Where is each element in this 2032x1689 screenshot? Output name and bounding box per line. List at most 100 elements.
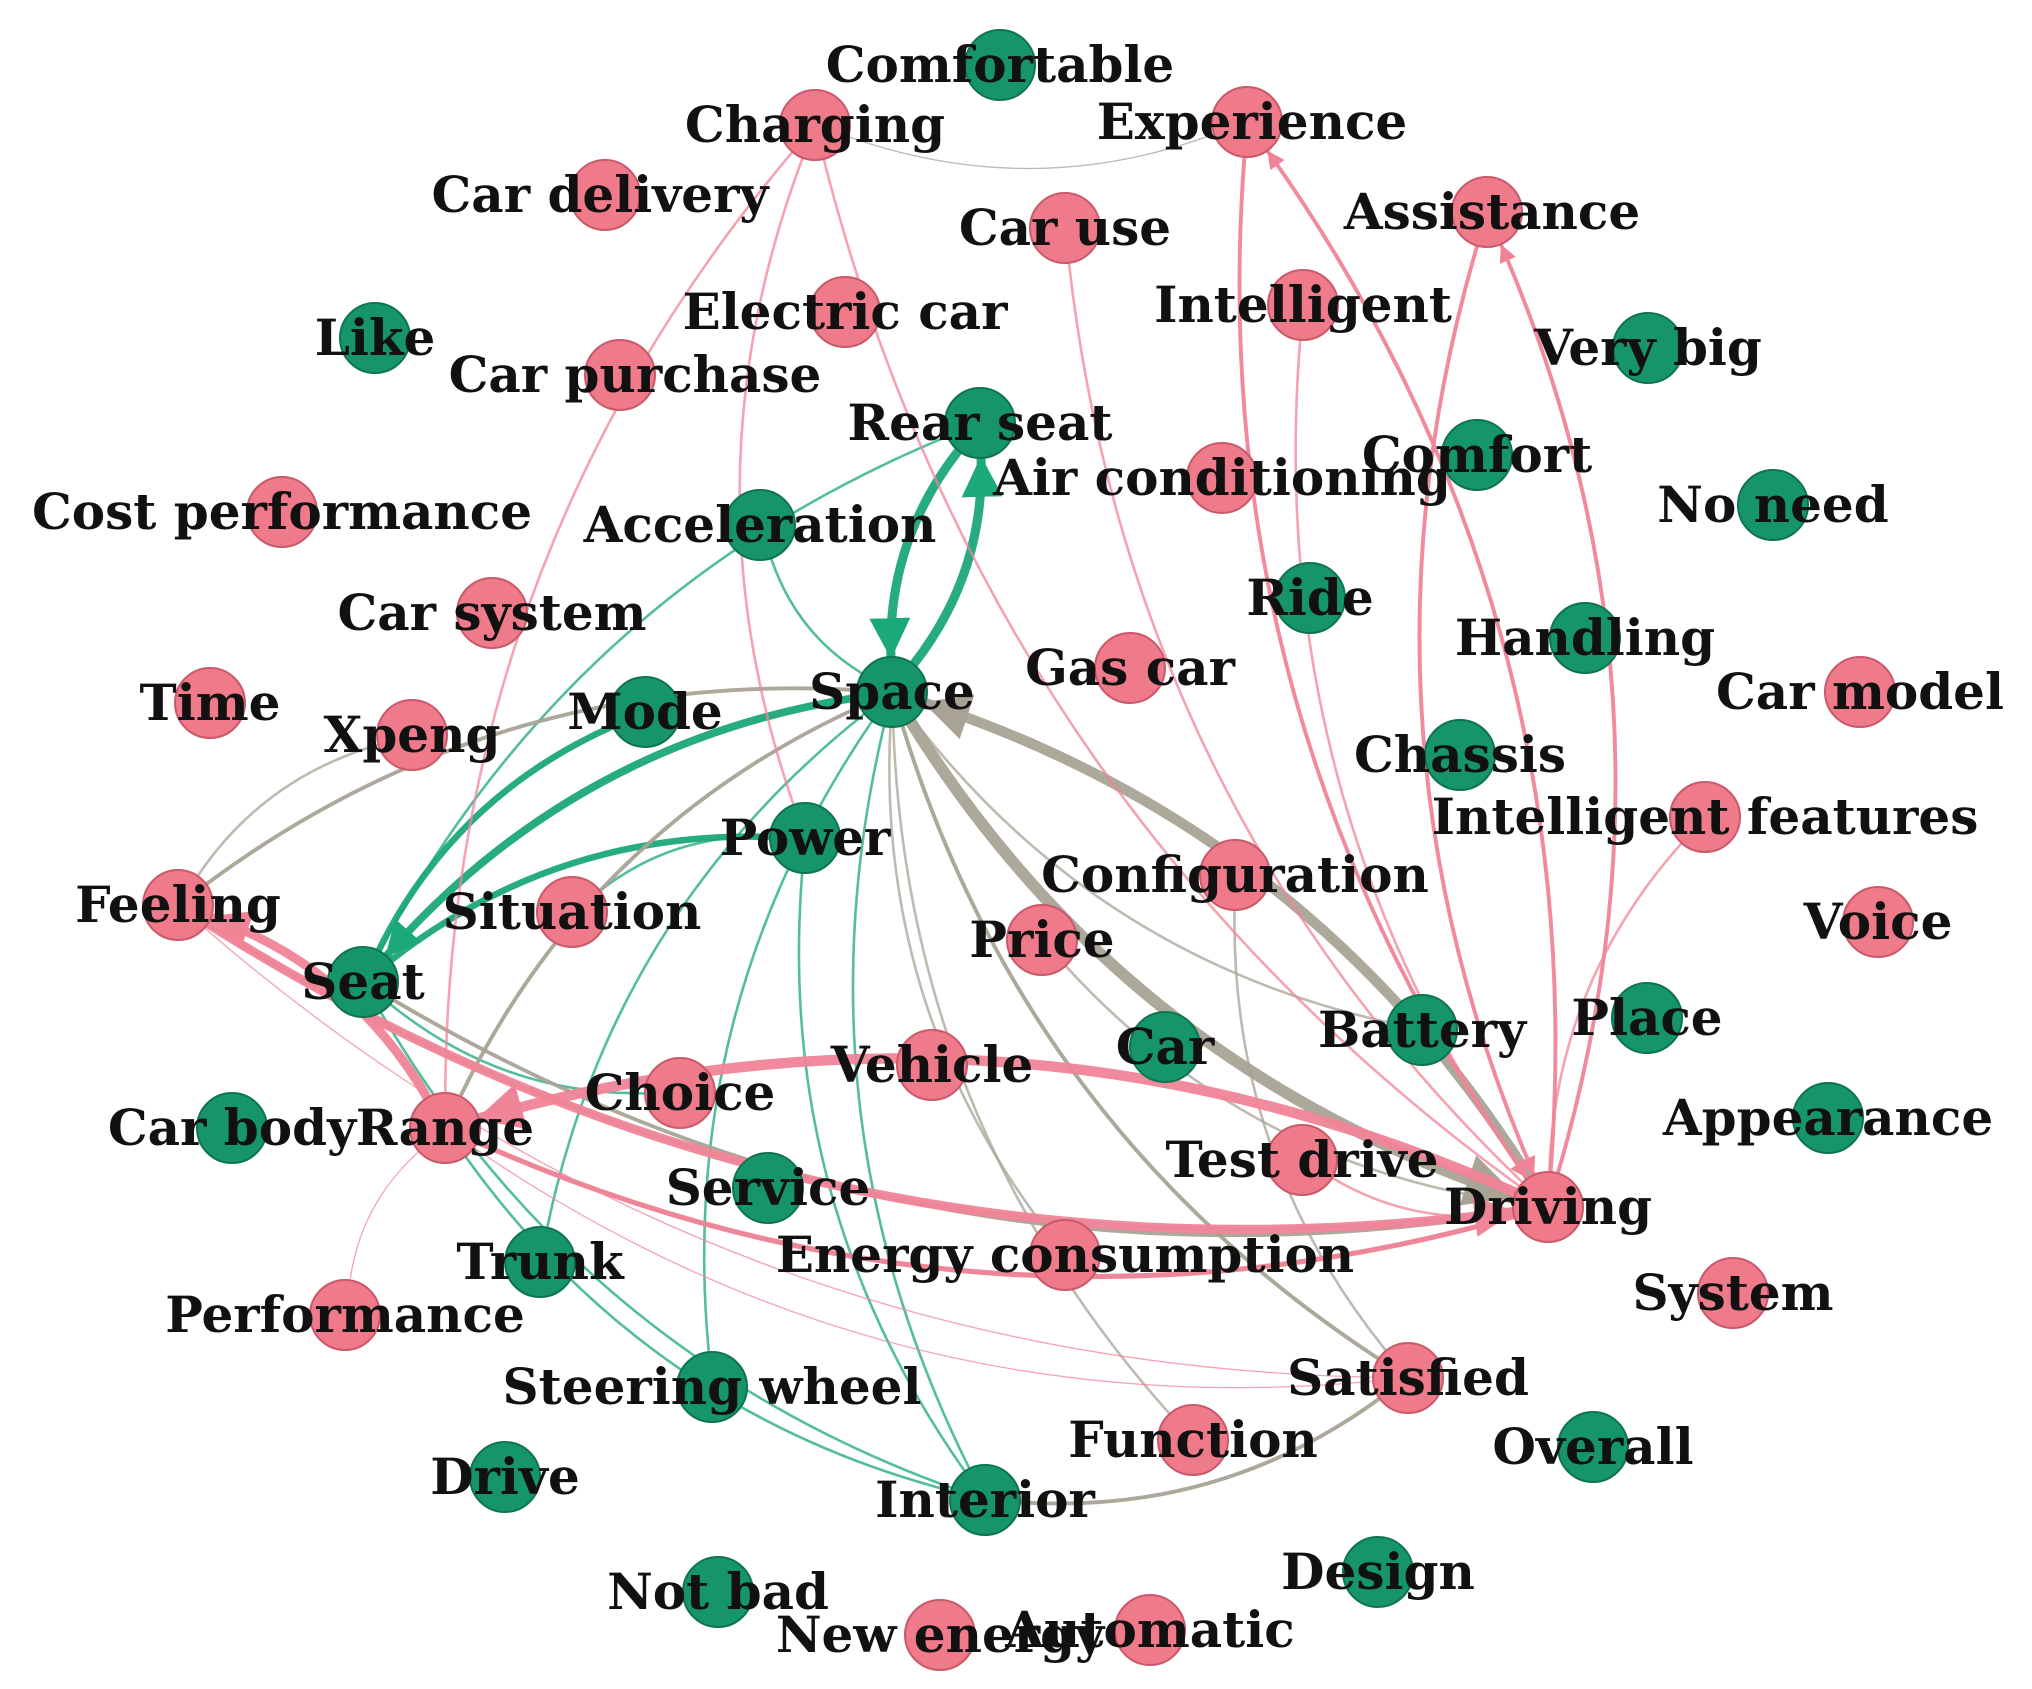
node-range[interactable]: [409, 1092, 481, 1164]
node-gas-car[interactable]: [1094, 632, 1166, 704]
node-car-body[interactable]: [196, 1092, 268, 1164]
node-ride[interactable]: [1274, 562, 1346, 634]
node-chassis[interactable]: [1424, 719, 1496, 791]
node-feeling[interactable]: [142, 869, 214, 941]
node-place[interactable]: [1611, 982, 1683, 1054]
node-design[interactable]: [1342, 1536, 1414, 1608]
node-price[interactable]: [1006, 904, 1078, 976]
node-xpeng[interactable]: [376, 699, 448, 771]
edge-intelligent_features-to-driving: [1548, 841, 1683, 1172]
node-label-voice: Voice: [1803, 892, 1953, 951]
node-interior[interactable]: [949, 1464, 1021, 1536]
edge-charging-to-range: [443, 150, 794, 1093]
node-like[interactable]: [339, 302, 411, 374]
node-intelligent[interactable]: [1267, 269, 1339, 341]
node-label-not-bad: Not bad: [607, 1562, 829, 1621]
edge-feeling-to-satisfied: [203, 927, 1372, 1378]
node-assistance[interactable]: [1451, 176, 1523, 248]
node-seat[interactable]: [327, 946, 399, 1018]
node-label-test-drive: Test drive: [1165, 1130, 1438, 1189]
node-drive[interactable]: [469, 1441, 541, 1513]
node-appearance[interactable]: [1792, 1082, 1864, 1154]
node-label-driving: Driving: [1444, 1177, 1652, 1236]
edge-space-to-battery: [912, 718, 1388, 1024]
node-new-energy[interactable]: [904, 1599, 976, 1671]
node-overall[interactable]: [1557, 1411, 1629, 1483]
node-charging[interactable]: [779, 89, 851, 161]
node-acceleration[interactable]: [724, 489, 796, 561]
node-very-big[interactable]: [1612, 312, 1684, 384]
node-label-car-delivery: Car delivery: [432, 165, 771, 224]
node-label-car-body: Car body: [108, 1098, 358, 1157]
node-automatic[interactable]: [1114, 1594, 1186, 1666]
node-label-comfortable: Comfortable: [826, 35, 1175, 94]
node-configuration[interactable]: [1199, 839, 1271, 911]
node-function[interactable]: [1157, 1404, 1229, 1476]
node-no-need[interactable]: [1737, 469, 1809, 541]
node-space[interactable]: [856, 656, 928, 728]
node-label-overall: Overall: [1492, 1417, 1693, 1476]
node-label-car: Car: [1116, 1017, 1215, 1076]
edge-space-to-energy_consumption: [888, 725, 1045, 1227]
node-voice[interactable]: [1842, 886, 1914, 958]
edge-charging-to-experience: [847, 134, 1213, 170]
node-label-experience: Experience: [1097, 92, 1407, 151]
node-car-model[interactable]: [1824, 656, 1896, 728]
edge-rear_seat-to-seat: [379, 435, 949, 951]
node-not-bad[interactable]: [682, 1556, 754, 1628]
node-rear-seat[interactable]: [944, 387, 1016, 459]
node-layer: [142, 29, 1914, 1671]
node-label-mode: Mode: [567, 682, 722, 741]
edge-driving-to-range: [475, 1053, 1522, 1199]
node-energy-consumption[interactable]: [1029, 1219, 1101, 1291]
node-comfort[interactable]: [1441, 419, 1513, 491]
edge-power-to-situation: [600, 835, 772, 891]
node-car-purchase[interactable]: [584, 339, 656, 411]
node-label-choice: Choice: [585, 1063, 776, 1122]
edge-interior-to-satisfied: [1017, 1397, 1380, 1506]
node-label-assistance: Assistance: [1343, 182, 1640, 241]
node-experience[interactable]: [1211, 86, 1283, 158]
node-label-new-energy: New energy: [776, 1605, 1106, 1664]
node-electric-car[interactable]: [809, 276, 881, 348]
node-label-price: Price: [969, 910, 1114, 969]
node-service[interactable]: [732, 1152, 804, 1224]
node-label-comfort: Comfort: [1362, 425, 1592, 484]
node-intelligent-features[interactable]: [1669, 781, 1741, 853]
node-air-conditioning[interactable]: [1186, 442, 1258, 514]
edge-feeling-to-driving: [203, 919, 1516, 1237]
node-test-drive[interactable]: [1266, 1124, 1338, 1196]
node-system[interactable]: [1697, 1257, 1769, 1329]
node-situation[interactable]: [536, 876, 608, 948]
node-label-situation: Situation: [443, 882, 702, 941]
edge-rear_seat-to-space: [869, 446, 964, 660]
node-car-system[interactable]: [456, 577, 528, 649]
node-handling[interactable]: [1549, 602, 1621, 674]
node-car-use[interactable]: [1029, 192, 1101, 264]
node-car[interactable]: [1129, 1011, 1201, 1083]
node-mode[interactable]: [609, 676, 681, 748]
node-battery[interactable]: [1386, 994, 1458, 1066]
node-time[interactable]: [174, 667, 246, 739]
node-comfortable[interactable]: [964, 29, 1036, 101]
node-satisfied[interactable]: [1372, 1342, 1444, 1414]
node-power[interactable]: [769, 802, 841, 874]
node-label-air-conditioning: Air conditioning: [992, 448, 1451, 507]
node-label-intelligent: Intelligent: [1154, 275, 1452, 334]
node-driving[interactable]: [1512, 1171, 1584, 1243]
edge-space-to-satisfied: [900, 723, 1380, 1360]
node-steering-wheel[interactable]: [676, 1351, 748, 1423]
edge-driving-to-assistance: [1499, 244, 1618, 1176]
node-performance[interactable]: [309, 1279, 381, 1351]
edge-space-to-function: [891, 725, 1170, 1414]
node-choice[interactable]: [644, 1057, 716, 1129]
edge-charging-to-driving: [822, 157, 1520, 1187]
node-trunk[interactable]: [504, 1226, 576, 1298]
edge-space-to-steering_wheel: [702, 719, 874, 1352]
node-vehicle[interactable]: [896, 1029, 968, 1101]
node-label-acceleration: Acceleration: [583, 495, 937, 554]
node-cost-performance[interactable]: [246, 476, 318, 548]
node-car-delivery[interactable]: [569, 159, 641, 231]
edge-space-to-range: [459, 704, 863, 1097]
